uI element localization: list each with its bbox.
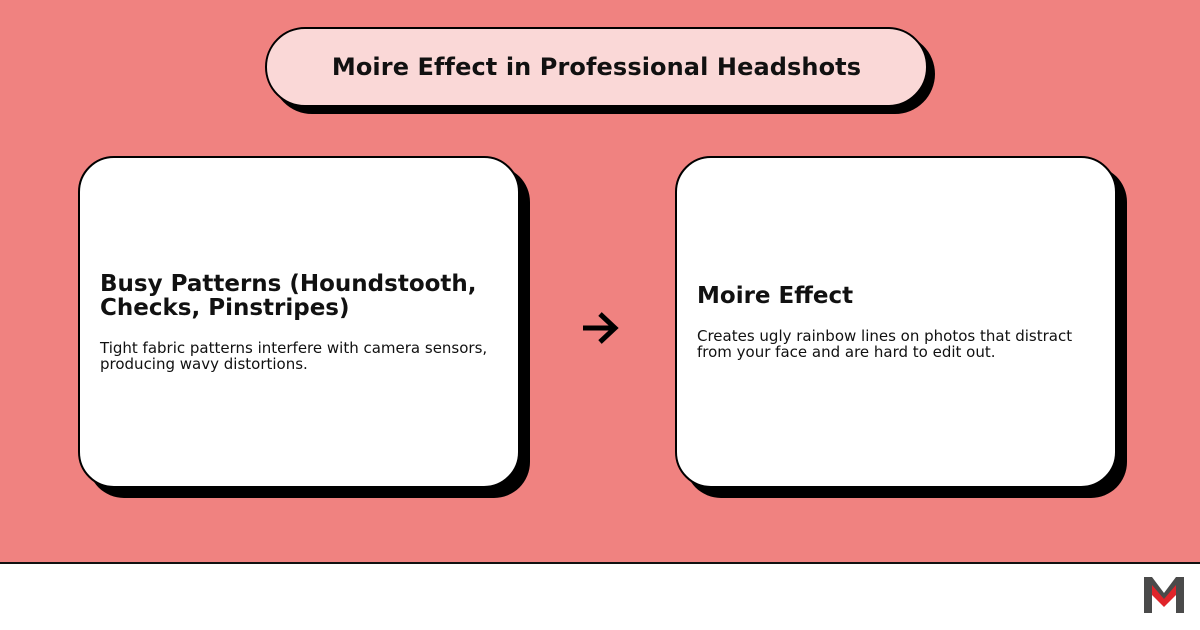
cause-card-heading: Busy Patterns (Houndstooth, Checks, Pins… — [100, 271, 477, 321]
title-banner: Moire Effect in Professional Headshots — [265, 27, 928, 107]
effect-card-body: Creates ugly rainbow lines on photos tha… — [697, 327, 1073, 361]
page-title: Moire Effect in Professional Headshots — [331, 53, 862, 81]
m-logo-icon — [1144, 577, 1184, 613]
effect-card: Moire Effect Creates ugly rainbow lines … — [675, 156, 1117, 488]
cause-card: Busy Patterns (Houndstooth, Checks, Pins… — [78, 156, 520, 488]
arrow-right-icon — [583, 312, 619, 344]
effect-card-heading: Moire Effect — [697, 283, 854, 309]
cause-card-body: Tight fabric patterns interfere with cam… — [100, 339, 488, 373]
diagram-canvas: Moire Effect in Professional Headshots B… — [0, 0, 1200, 564]
